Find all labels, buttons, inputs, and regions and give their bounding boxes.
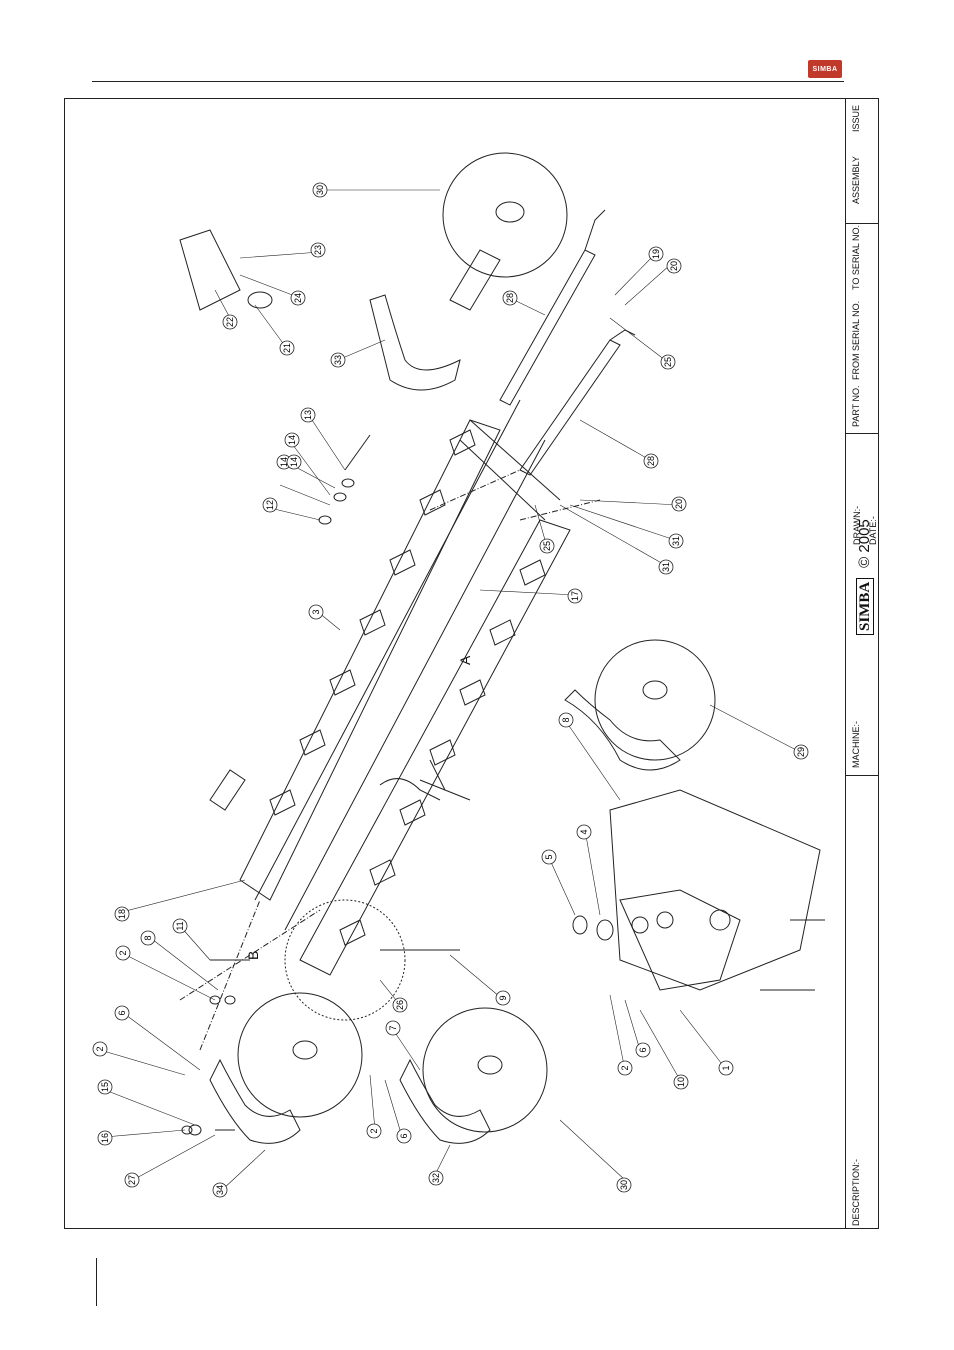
callout-number: 6 — [399, 1133, 409, 1138]
callout-number: 29 — [796, 747, 806, 757]
callout-number: 33 — [333, 355, 343, 365]
disc-hub-housing — [450, 250, 500, 310]
callout-number: 27 — [127, 1175, 137, 1185]
callout-number: 20 — [674, 499, 684, 509]
disc-hub — [478, 1056, 502, 1074]
callout-number: 14 — [289, 457, 299, 467]
callout-number: 7 — [388, 1025, 398, 1030]
callout-number: 8 — [143, 935, 153, 940]
pivot-hole — [710, 910, 730, 930]
bolt — [345, 435, 370, 470]
callout-number: 11 — [175, 921, 185, 930]
nut — [597, 920, 613, 940]
callout-number: 24 — [293, 293, 303, 303]
disc-blade — [595, 640, 715, 760]
disc-blade — [423, 1008, 547, 1132]
callout-number: 21 — [282, 343, 292, 353]
tine-leg — [210, 1060, 300, 1143]
washer — [319, 516, 331, 524]
centre-line — [180, 470, 600, 1050]
tine-leg — [565, 690, 680, 770]
callout-number: 17 — [570, 591, 580, 601]
adjuster-handle — [610, 330, 635, 340]
disc-blade — [238, 993, 362, 1117]
callout-number: 6 — [117, 1010, 127, 1015]
callout-number: 2 — [369, 1128, 379, 1133]
bracket-hole — [248, 292, 272, 308]
callout-number: 4 — [579, 829, 589, 834]
callout-number: 9 — [498, 995, 508, 1000]
callout-number: 12 — [265, 500, 275, 510]
callout-number: 28 — [646, 456, 656, 466]
section-label-b: B — [245, 951, 261, 960]
washer — [342, 479, 354, 487]
callout-number: 18 — [117, 909, 127, 919]
disc-hub — [293, 1041, 317, 1059]
callout-number: 13 — [303, 410, 313, 420]
pivot-hole — [657, 912, 673, 928]
bracket-plate — [180, 230, 240, 310]
washer — [334, 493, 346, 501]
callout-number: 25 — [542, 541, 552, 551]
disc-hub — [643, 681, 667, 699]
callout-number: 2 — [620, 1065, 630, 1070]
disc-blade — [443, 153, 567, 277]
callout-number: 31 — [671, 536, 681, 546]
callout-number: 30 — [315, 185, 325, 195]
callout-number: 32 — [431, 1173, 441, 1183]
clip — [573, 916, 587, 934]
callout-number: 3 — [311, 609, 321, 614]
hitch-mount — [210, 770, 245, 810]
section-label-a: A — [457, 655, 473, 665]
callout-number: 25 — [663, 357, 673, 367]
callout-number: 6 — [638, 1047, 648, 1052]
leader-lines — [100, 190, 800, 1190]
callout-number: 1 — [721, 1065, 731, 1070]
callout-number: 16 — [100, 1133, 110, 1143]
adjuster-handle — [585, 210, 605, 250]
mounting-plate — [610, 790, 820, 990]
pivot-hole — [632, 917, 648, 933]
beam-brackets — [270, 430, 475, 815]
swing-arm — [620, 890, 740, 990]
tine-leg — [370, 295, 460, 390]
disc-hub — [496, 202, 524, 222]
callout-number: 8 — [561, 717, 571, 722]
callout-number: 30 — [619, 1180, 629, 1190]
callout-number: 23 — [313, 245, 323, 255]
tine-leg — [400, 1060, 490, 1143]
callout-number: 2 — [118, 950, 128, 955]
washer — [225, 996, 235, 1004]
callout-number: 22 — [225, 317, 235, 327]
callout-number: 10 — [676, 1077, 686, 1087]
callout-number: 14 — [287, 435, 297, 445]
callout-number: 5 — [544, 854, 554, 859]
callout-number: 20 — [669, 261, 679, 271]
callout-number: 31 — [661, 562, 671, 572]
detail-circle — [285, 900, 405, 1020]
washer — [189, 1125, 201, 1135]
callout-number: 28 — [505, 293, 515, 303]
callout-number: 15 — [100, 1082, 110, 1092]
callout-number: 26 — [395, 1000, 405, 1010]
callout-number: 19 — [651, 249, 661, 259]
callout-number: 34 — [215, 1185, 225, 1195]
callout-number: 2 — [95, 1046, 105, 1051]
